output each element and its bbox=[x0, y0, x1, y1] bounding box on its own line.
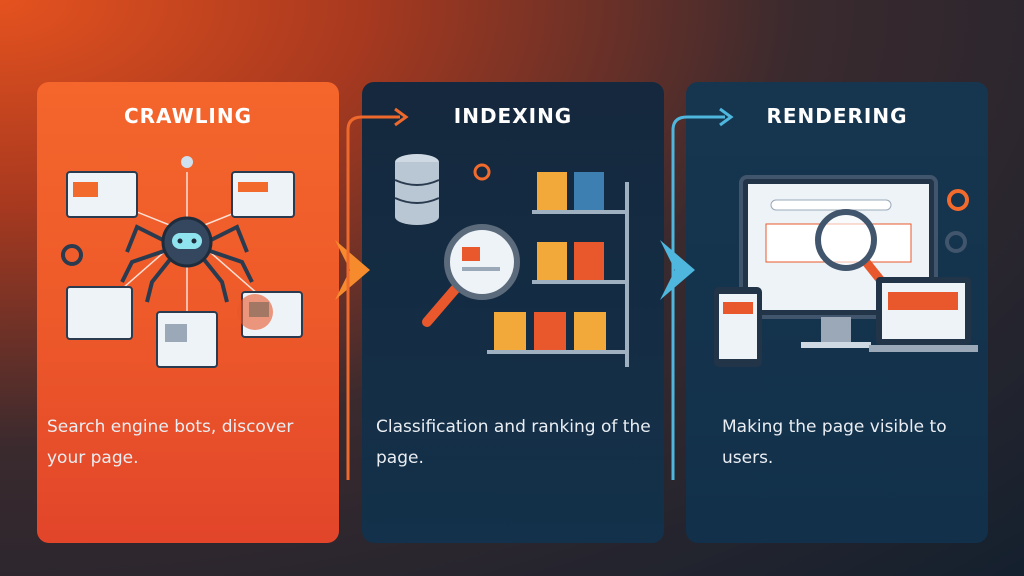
indexing-title: INDEXING bbox=[453, 104, 573, 128]
crawling-description: Search engine bots, discover your page. bbox=[47, 417, 294, 468]
gear-icon bbox=[61, 244, 83, 266]
laptop-icon bbox=[869, 277, 978, 352]
rendering-title: RENDERING bbox=[766, 104, 908, 128]
arrow-right-icon bbox=[660, 240, 695, 300]
rendering-description: Making the page visible to users. bbox=[722, 417, 947, 468]
rendering-card: RENDERING Making the page visible to use… bbox=[686, 82, 988, 543]
arrow-right-icon bbox=[335, 240, 370, 300]
indexing-illustration bbox=[394, 154, 629, 367]
shelf-icon bbox=[487, 182, 629, 367]
rendering-illustration bbox=[714, 175, 978, 367]
connector-arrow-icon bbox=[346, 107, 409, 480]
magnifier-icon bbox=[422, 224, 520, 327]
indexing-description: Classification and ranking of the page. bbox=[376, 417, 651, 468]
gear-icon bbox=[945, 231, 967, 253]
gear-icon bbox=[947, 189, 969, 211]
webpage-icon bbox=[66, 171, 303, 368]
crawling-card: CRAWLING Search engine bots, discover yo… bbox=[37, 82, 339, 543]
spider-icon bbox=[120, 224, 254, 303]
indexing-card: INDEXING Classification and ranking of t… bbox=[362, 82, 664, 543]
gear-icon bbox=[473, 163, 491, 181]
connector-arrow-icon bbox=[671, 107, 734, 480]
spider-bot-illustration bbox=[61, 156, 303, 368]
crawling-title: CRAWLING bbox=[123, 104, 253, 128]
database-icon bbox=[394, 154, 440, 225]
phone-icon bbox=[714, 287, 762, 367]
folder-icon bbox=[494, 172, 606, 350]
